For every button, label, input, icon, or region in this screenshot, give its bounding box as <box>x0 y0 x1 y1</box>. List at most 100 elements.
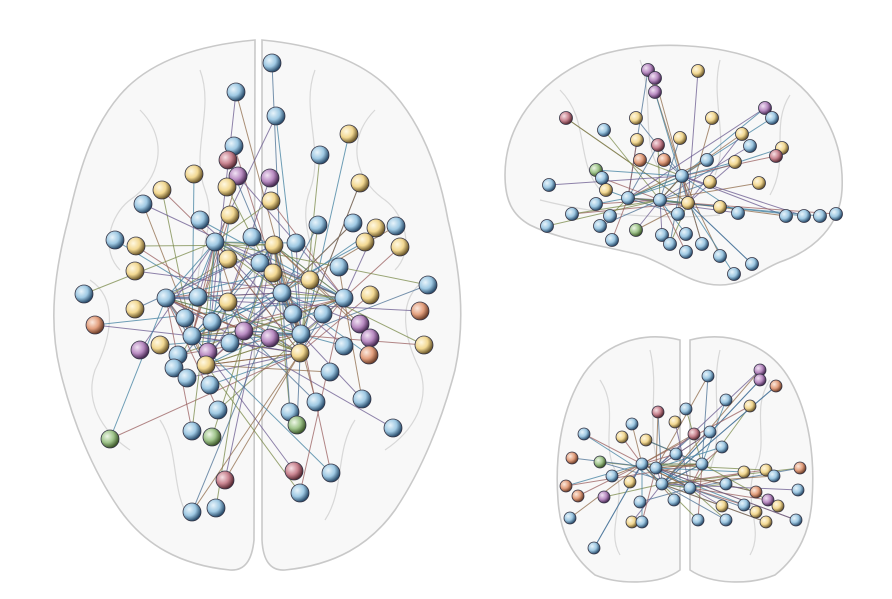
brain-node-blue <box>679 402 693 416</box>
brain-node-purple <box>260 328 280 348</box>
brain-node-blue <box>595 171 609 185</box>
brain-node-yellow <box>743 399 757 413</box>
brain-node-yellow <box>126 236 146 256</box>
connection-edge <box>697 463 703 521</box>
brain-node-orange <box>559 479 573 493</box>
connection-edge <box>655 463 703 469</box>
connection-edge <box>661 463 703 485</box>
connection-edge <box>243 244 275 332</box>
brain-node-blue <box>587 541 601 555</box>
brain-node-blue <box>813 209 827 223</box>
connection-edge <box>627 197 679 215</box>
connection-edge <box>641 433 695 465</box>
connection-edge <box>655 431 711 469</box>
connection-edge <box>627 107 766 199</box>
connection-edge <box>639 159 683 177</box>
brain-node-yellow <box>261 191 281 211</box>
brain-node-yellow <box>623 475 637 489</box>
connection-edge <box>681 155 777 177</box>
brain-node-blue <box>308 215 328 235</box>
connection-edge <box>681 117 773 177</box>
brain-node-purple <box>648 71 662 85</box>
brain-node-blue <box>565 207 579 221</box>
brain-node-blue <box>621 191 635 205</box>
brain-node-purple <box>260 168 280 188</box>
brain-node-blue <box>313 304 333 324</box>
brain-node-blue <box>418 275 438 295</box>
brain-node-blue <box>593 219 607 233</box>
brain-node-blue <box>334 288 354 308</box>
connection-edge <box>611 197 629 241</box>
brain-node-orange <box>657 153 671 167</box>
brain-node-yellow <box>752 176 766 190</box>
brain-node-yellow <box>184 164 204 184</box>
brain-node-blue <box>829 207 843 221</box>
brain-node-yellow <box>749 505 763 519</box>
connection-edge <box>214 241 275 246</box>
connection-edge <box>601 177 661 201</box>
brain-node-blue <box>306 392 326 412</box>
connection-edge <box>674 421 691 489</box>
brain-node-yellow <box>759 515 773 529</box>
brain-node-yellow <box>218 292 238 312</box>
brain-node-green <box>629 223 643 237</box>
brain-node-blue <box>188 287 208 307</box>
connection-edge <box>687 202 753 265</box>
connection-edge <box>191 335 332 474</box>
brain-node-blue <box>703 425 717 439</box>
connection-edge <box>214 241 425 346</box>
connection-edge <box>224 352 301 481</box>
connection-edge <box>571 199 661 215</box>
brain-node-blue <box>603 209 617 223</box>
brain-node-blue <box>797 209 811 223</box>
connection-edge <box>184 241 216 319</box>
brain-node-yellow <box>703 175 717 189</box>
connection-edge <box>571 202 689 215</box>
brain-node-blue <box>320 362 340 382</box>
brain-node-blue <box>577 427 591 441</box>
connection-edge <box>669 202 689 245</box>
brain-node-blue <box>669 447 683 461</box>
brain-node-blue <box>182 421 202 441</box>
brain-node-blue <box>133 194 153 214</box>
connection-edge <box>639 487 691 503</box>
connection-edge <box>83 241 216 295</box>
connection-edge <box>165 258 229 299</box>
brain-node-green <box>100 429 120 449</box>
brain-node-rose <box>687 427 701 441</box>
brain-node-orange <box>410 301 430 321</box>
connection-edge <box>687 202 837 215</box>
connection-edge <box>655 411 659 469</box>
brain-node-purple <box>234 321 254 341</box>
connection-edge <box>205 214 231 366</box>
brain-node-rose <box>769 149 783 163</box>
brain-node-purple <box>753 373 767 387</box>
brain-node-blue <box>700 153 714 167</box>
brain-node-orange <box>793 461 807 475</box>
connection-edge <box>165 272 274 299</box>
connection-edge <box>681 175 805 217</box>
brain-node-yellow <box>350 173 370 193</box>
brain-node-blue <box>383 418 403 438</box>
brain-node-blue <box>667 493 681 507</box>
brain-node-blue <box>286 233 306 253</box>
brain-node-blue <box>605 233 619 247</box>
brain-node-yellow <box>360 285 380 305</box>
brain-node-blue <box>329 257 349 277</box>
connection-edge <box>205 352 301 366</box>
connection-edge <box>191 175 239 337</box>
brain-node-green <box>593 455 607 469</box>
connection-edge <box>546 199 661 227</box>
brain-node-blue <box>156 288 176 308</box>
brain-node-orange <box>359 345 379 365</box>
brain-node-yellow <box>152 180 172 200</box>
brain-node-yellow <box>599 183 613 197</box>
brain-node-yellow <box>150 335 170 355</box>
connection-edge <box>583 433 643 465</box>
brain-node-yellow <box>390 237 410 257</box>
brain-node-yellow <box>125 299 145 319</box>
brain-node-orange <box>633 153 647 167</box>
brain-node-blue <box>679 245 693 259</box>
connection-edge <box>627 144 659 199</box>
